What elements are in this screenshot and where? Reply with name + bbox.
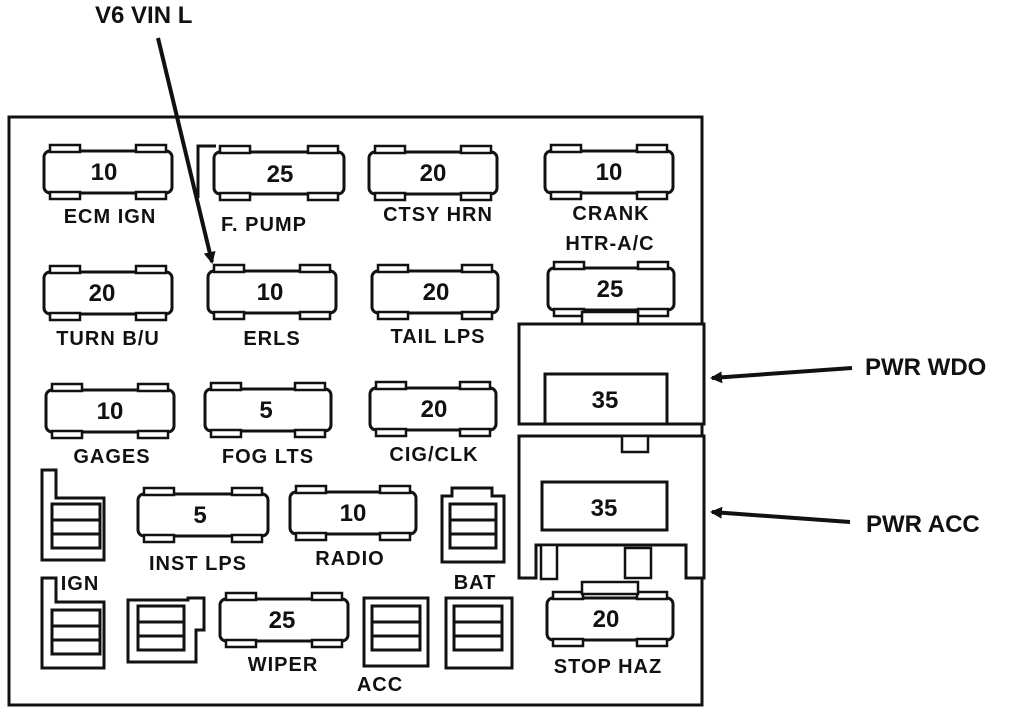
fuse-amp: 20 (593, 606, 620, 633)
fuse-label-turn-bu: TURN B/U (56, 328, 160, 350)
fuse-ecm-ign: 10 (42, 143, 174, 201)
connector-ign-upper (40, 468, 106, 562)
fuse-amp: 5 (193, 502, 206, 529)
fuse-tail-lps: 20 (370, 263, 500, 321)
fuse-amp: 20 (89, 280, 116, 307)
connector-acc-right (444, 596, 514, 670)
fuse-ctsy-hrn: 20 (367, 144, 499, 202)
fuse-inst-lps: 5 (136, 486, 270, 544)
fuse-fog-lts: 5 (203, 381, 333, 439)
circuit-breaker-pwr-wdo: 35 (517, 322, 706, 426)
fuse-radio: 10 (288, 484, 418, 542)
arrow-v6-vin-l (156, 37, 216, 264)
fuse-amp: 10 (97, 398, 124, 425)
fuse-f-pump: 25 (196, 144, 346, 202)
fuse-label-wiper: WIPER (248, 654, 319, 676)
callout-pwr-wdo: PWR WDO (865, 354, 986, 381)
fuse-label-radio: RADIO (315, 548, 384, 570)
fuse-label-inst-lps: INST LPS (149, 553, 247, 575)
fuse-amp: 25 (597, 276, 624, 303)
fuse-amp: 10 (91, 159, 118, 186)
fuse-amp: 10 (257, 279, 284, 306)
fuse-amp: 20 (423, 279, 450, 306)
fuse-cig-clk: 20 (368, 380, 498, 438)
fuse-amp: 10 (340, 500, 367, 527)
fuse-label-ctsy-hrn: CTSY HRN (383, 204, 493, 226)
circuit-breaker-pwr-acc: 35 (517, 434, 706, 581)
connector-bat (440, 486, 506, 564)
fuse-label-f-pump: F. PUMP (221, 214, 307, 236)
fuse-label-stop-haz: STOP HAZ (554, 656, 662, 678)
fuse-erls: 10 (206, 263, 338, 321)
connector-spare (126, 596, 206, 664)
fuse-label-gages: GAGES (73, 446, 150, 468)
fuse-crank: 10 (543, 143, 675, 201)
fuse-amp: 5 (259, 397, 272, 424)
connector-label-bat: BAT (454, 572, 497, 594)
connector-ign-lower (40, 576, 106, 670)
fuse-label-crank: CRANK (572, 203, 649, 225)
fuse-label-htr-ac: HTR-A/C (565, 233, 654, 255)
breaker-amp: 35 (591, 495, 618, 522)
fuse-amp: 20 (420, 160, 447, 187)
fuse-label-erls: ERLS (243, 328, 300, 350)
fuse-amp: 25 (269, 607, 296, 634)
fuse-amp: 25 (267, 161, 294, 188)
fuse-htr-ac: 25 (546, 260, 676, 326)
connector-acc (362, 596, 430, 668)
callout-v6-vin-l: V6 VIN L (95, 2, 192, 29)
fuse-gages: 10 (44, 382, 176, 440)
breaker-amp: 35 (592, 387, 619, 414)
fuse-amp: 20 (421, 396, 448, 423)
fuse-label-tail-lps: TAIL LPS (390, 326, 485, 348)
arrow-pwr-acc (710, 506, 851, 524)
connector-label-ign: IGN (61, 573, 100, 595)
fuse-turn-bu: 20 (42, 264, 174, 322)
arrow-pwr-wdo (710, 366, 853, 384)
fuse-label-cig-clk: CIG/CLK (389, 444, 478, 466)
fuse-amp: 10 (596, 159, 623, 186)
fuse-label-ecm-ign: ECM IGN (64, 206, 157, 228)
fuse-label-fog-lts: FOG LTS (222, 446, 314, 468)
connector-label-acc: ACC (357, 674, 403, 696)
fuse-wiper: 25 (218, 591, 350, 649)
callout-pwr-acc: PWR ACC (866, 511, 980, 538)
fuse-stop-haz: 20 (545, 580, 675, 648)
